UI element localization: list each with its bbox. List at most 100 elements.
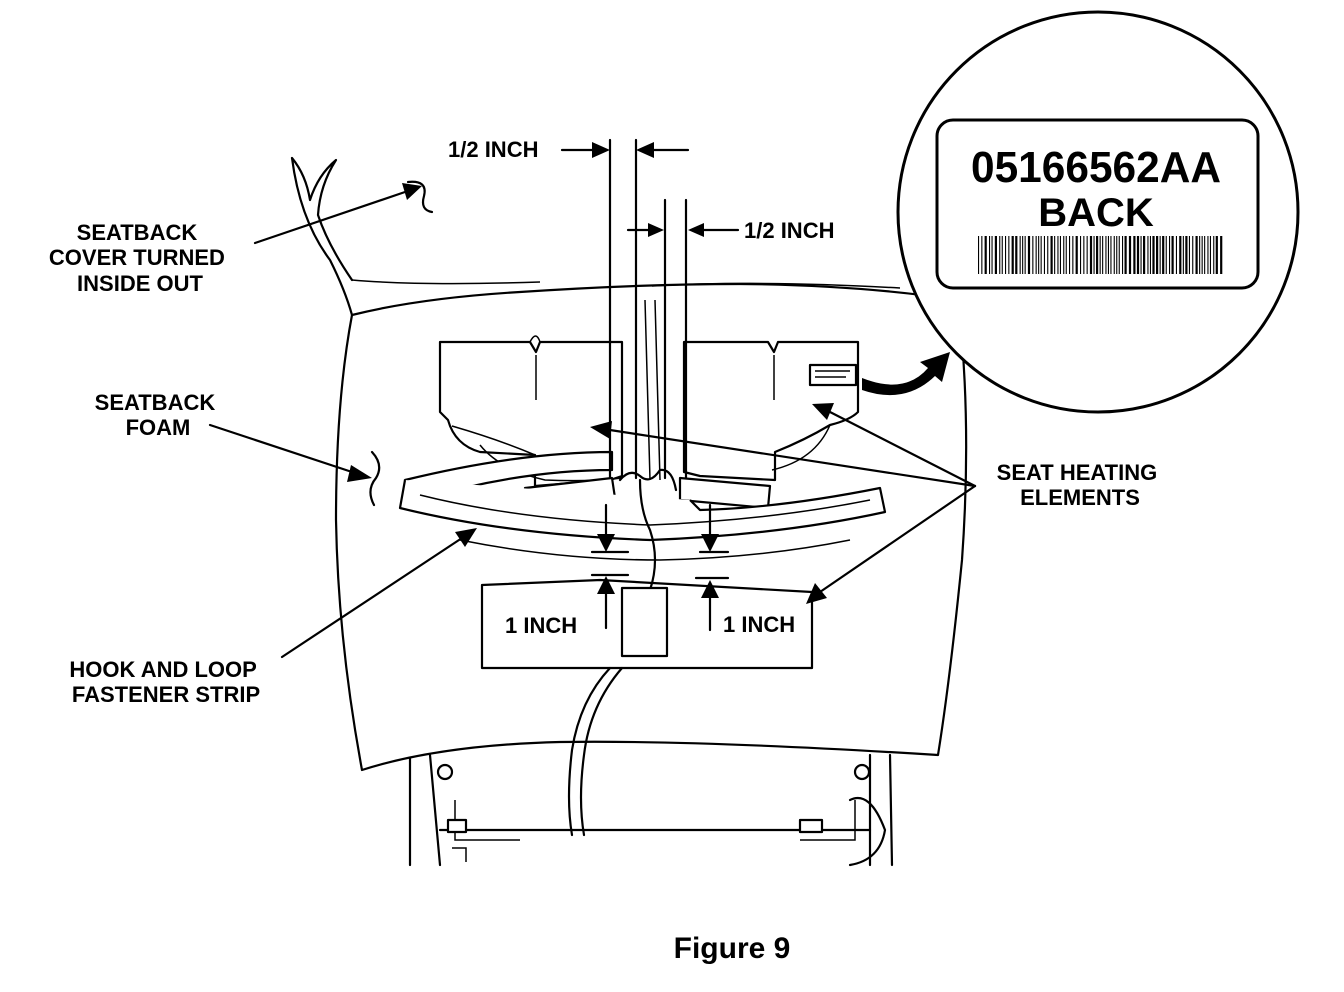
- barcode-bar: [1054, 236, 1056, 274]
- element-part-label: [808, 363, 858, 387]
- barcode-bar: [1083, 236, 1085, 274]
- barcode-bar: [1207, 236, 1209, 274]
- dim-one-inch-right: 1 INCH: [723, 612, 795, 637]
- barcode-bar: [1171, 236, 1174, 274]
- barcode-bar: [1149, 236, 1151, 274]
- barcode-bar: [1008, 236, 1010, 274]
- barcode-bar: [1195, 236, 1198, 274]
- part-position-text: BACK: [1038, 191, 1154, 235]
- barcode-bar: [1169, 236, 1171, 274]
- heater-wiring: [567, 138, 688, 837]
- dim-half-inch-side: 1/2 INCH: [744, 218, 834, 243]
- detail-arrow: [862, 352, 950, 396]
- barcode-bar: [1035, 236, 1037, 274]
- barcode-bar: [1159, 236, 1161, 274]
- barcode-bar: [1105, 236, 1107, 274]
- barcode-bar: [1047, 236, 1049, 274]
- barcode-bar: [1102, 236, 1104, 274]
- barcode-bar: [1201, 236, 1203, 274]
- barcode-bar: [1027, 236, 1031, 274]
- barcode-bar: [1019, 236, 1021, 274]
- barcode-bar: [984, 236, 987, 274]
- callout-hook-and-loop: HOOK AND LOOP FASTENER STRIP: [69, 657, 262, 707]
- barcode-bar: [999, 236, 1001, 274]
- barcode-bar: [1156, 236, 1159, 274]
- part-number-text: 05166562AA: [971, 143, 1221, 192]
- cover-brace: [406, 180, 434, 214]
- barcode-bar: [1220, 236, 1223, 274]
- barcode-bar: [989, 236, 991, 274]
- barcode-bar: [1015, 236, 1018, 274]
- foam-brace: [369, 450, 381, 507]
- barcode-bar: [1143, 236, 1146, 274]
- barcode-bar: [1040, 236, 1042, 274]
- barcode-bar: [1147, 236, 1149, 274]
- barcode-bar: [1057, 236, 1059, 274]
- barcode-bar: [981, 236, 983, 274]
- barcode-bar: [1118, 236, 1120, 274]
- barcode-bar: [994, 236, 997, 274]
- barcode-bar: [1005, 236, 1007, 274]
- figure-caption: Figure 9: [674, 932, 791, 965]
- barcode-bar: [1043, 236, 1045, 274]
- barcode-bar: [1133, 236, 1136, 274]
- barcode-bar: [1162, 236, 1165, 274]
- barcode-bar: [1038, 236, 1040, 274]
- barcode-bar: [1069, 236, 1071, 274]
- barcode-bar: [1199, 236, 1201, 274]
- barcode-bar: [1089, 236, 1093, 274]
- barcode-bar: [1011, 236, 1014, 274]
- callout-seat-heating-elements: SEAT HEATING ELEMENTS: [997, 460, 1164, 510]
- barcode-bar: [1179, 236, 1182, 274]
- callout-seatback-cover: SEATBACK COVER TURNED INSIDE OUT: [49, 220, 231, 296]
- barcode-bar: [1063, 236, 1065, 274]
- barcode-bar: [1209, 236, 1211, 274]
- barcode-bar: [1128, 236, 1132, 274]
- barcode-bar: [1032, 236, 1034, 274]
- barcode-bar: [1192, 236, 1194, 274]
- barcode-bar: [978, 236, 980, 274]
- part-label-detail-circle: 05166562AA BACK: [896, 10, 1300, 414]
- dim-one-inch-left: 1 INCH: [505, 613, 577, 638]
- seatback-cover: [290, 156, 354, 317]
- barcode-bar: [1185, 236, 1188, 274]
- barcode-bar: [1213, 236, 1215, 274]
- seat-frame: [408, 753, 894, 867]
- callout-seatback-foam: SEATBACK FOAM: [95, 390, 222, 440]
- barcode-bar: [1124, 236, 1127, 274]
- barcode-bar: [1050, 236, 1053, 274]
- barcode-bar: [1165, 236, 1167, 274]
- dim-half-inch-top: 1/2 INCH: [448, 137, 538, 162]
- barcode-bar: [1175, 236, 1177, 274]
- one-inch-dimension-marks: [590, 503, 730, 632]
- barcode-bar: [1099, 236, 1101, 274]
- barcode-bar: [1140, 236, 1142, 274]
- barcode-bar: [1022, 236, 1024, 274]
- barcode: [978, 236, 1223, 274]
- leader-lines: [208, 183, 977, 659]
- barcode-bar: [1113, 236, 1115, 274]
- barcode-bar: [991, 236, 993, 274]
- barcode-bar: [1075, 236, 1078, 274]
- barcode-bar: [1065, 236, 1067, 274]
- barcode-bar: [1107, 236, 1109, 274]
- barcode-bar: [1122, 236, 1124, 274]
- barcode-bar: [1086, 236, 1088, 274]
- barcode-bar: [1080, 236, 1082, 274]
- barcode-bar: [1024, 236, 1026, 274]
- barcode-bar: [1093, 236, 1095, 274]
- barcode-bar: [1096, 236, 1099, 274]
- barcode-bar: [1116, 236, 1118, 274]
- barcode-bar: [1204, 236, 1206, 274]
- barcode-bar: [1188, 236, 1190, 274]
- barcode-bar: [1110, 236, 1112, 274]
- barcode-bar: [1215, 236, 1218, 274]
- barcode-bar: [1001, 236, 1003, 274]
- barcode-bar: [1059, 236, 1061, 274]
- barcode-bar: [1152, 236, 1155, 274]
- barcode-bar: [1072, 236, 1074, 274]
- half-inch-dimension-arrows: [560, 142, 740, 237]
- barcode-bar: [1136, 236, 1140, 274]
- barcode-bar: [1182, 236, 1184, 274]
